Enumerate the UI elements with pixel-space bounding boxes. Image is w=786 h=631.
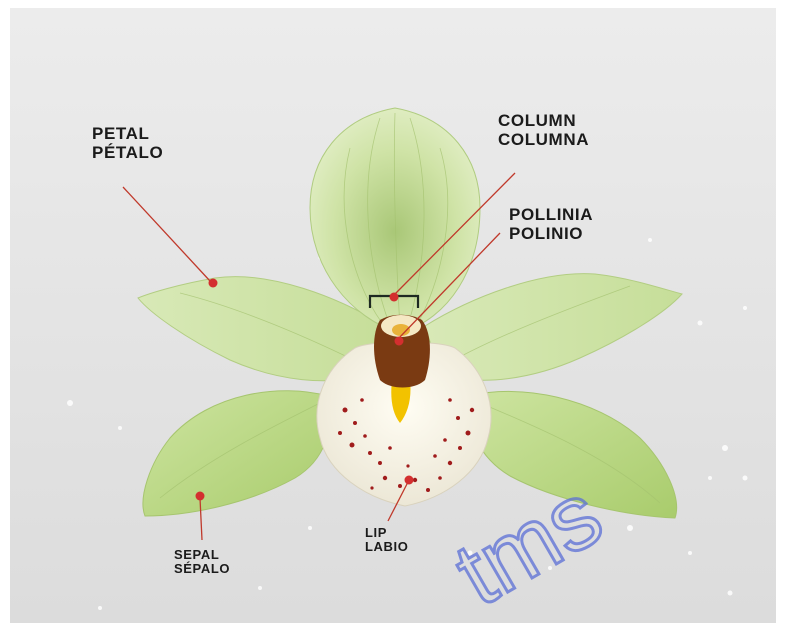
label-lip: LIP LABIO [365, 526, 408, 555]
dot-lip [405, 476, 414, 485]
label-sepal-en: SEPAL [174, 548, 230, 562]
label-petal-es: PÉTALO [92, 144, 163, 163]
label-sepal-es: SÉPALO [174, 562, 230, 576]
label-column: COLUMN COLUMNA [498, 112, 589, 149]
label-lip-en: LIP [365, 526, 408, 540]
dot-sepal [196, 492, 205, 501]
label-petal-en: PETAL [92, 125, 163, 144]
dot-pollinia [395, 337, 404, 346]
dot-petal [209, 279, 218, 288]
label-pollinia: POLLINIA POLINIO [509, 206, 593, 243]
label-column-es: COLUMNA [498, 131, 589, 150]
label-lip-es: LABIO [365, 540, 408, 554]
label-column-en: COLUMN [498, 112, 589, 131]
label-pollinia-es: POLINIO [509, 225, 593, 244]
dot-column [390, 293, 399, 302]
label-pollinia-en: POLLINIA [509, 206, 593, 225]
label-sepal: SEPAL SÉPALO [174, 548, 230, 577]
label-petal: PETAL PÉTALO [92, 125, 163, 162]
